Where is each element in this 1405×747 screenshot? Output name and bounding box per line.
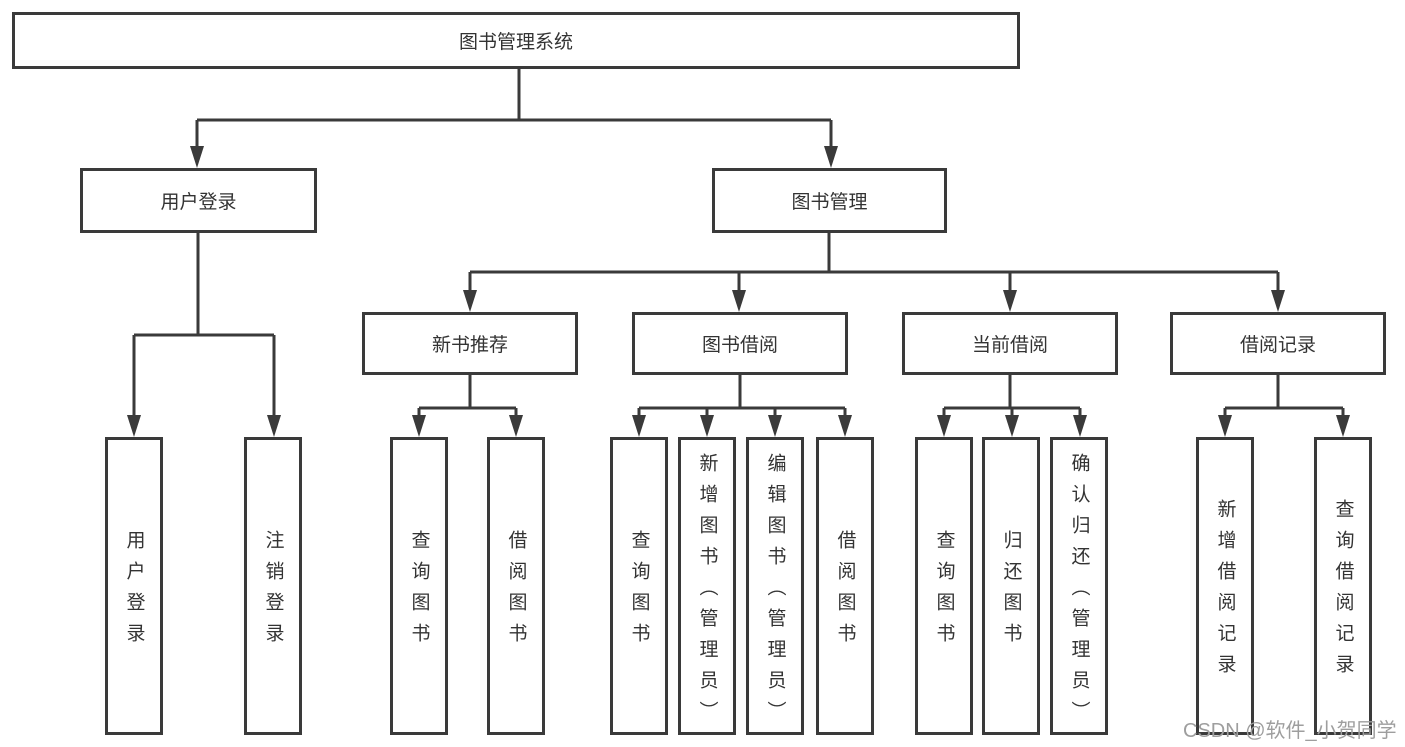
leaf-return-books: 归还图书 <box>982 437 1040 735</box>
leaf-borrow-books-label: 借阅图书 <box>834 530 856 654</box>
node-book-management-label: 图书管理 <box>791 192 868 213</box>
leaf-user-login-label: 用户登录 <box>123 530 145 654</box>
csdn-watermark: CSDN @软件_小贺同学 <box>1183 720 1397 742</box>
node-borrow-records-label: 借阅记录 <box>1239 335 1316 356</box>
node-root-label: 图书管理系统 <box>458 32 573 53</box>
leaf-confirm-return-admin: 确认归还（管理员） <box>1050 437 1108 735</box>
node-current-borrowing: 当前借阅 <box>902 312 1118 375</box>
leaf-query-borrow-record-label: 查询借阅记录 <box>1332 499 1354 685</box>
node-borrow-records: 借阅记录 <box>1170 312 1386 375</box>
node-user-login: 用户登录 <box>80 168 317 233</box>
leaf-query-books-current-label: 查询图书 <box>933 530 955 654</box>
leaf-logout-label: 注销登录 <box>262 530 284 654</box>
leaf-user-login: 用户登录 <box>105 437 163 735</box>
leaf-borrow-books-recommend-label: 借阅图书 <box>505 530 527 654</box>
leaf-query-books-current: 查询图书 <box>915 437 973 735</box>
leaf-query-books-recommend-label: 查询图书 <box>408 530 430 654</box>
node-current-borrowing-label: 当前借阅 <box>971 335 1048 356</box>
leaf-return-books-label: 归还图书 <box>1000 530 1022 654</box>
leaf-query-borrow-record: 查询借阅记录 <box>1314 437 1372 735</box>
node-root: 图书管理系统 <box>12 12 1020 69</box>
node-user-login-label: 用户登录 <box>160 192 237 213</box>
node-book-management: 图书管理 <box>712 168 947 233</box>
leaf-edit-books-admin-label: 编辑图书（管理员） <box>764 452 786 732</box>
leaf-add-borrow-record-label: 新增借阅记录 <box>1214 499 1236 685</box>
leaf-query-books-recommend: 查询图书 <box>390 437 448 735</box>
node-new-book-recommend-label: 新书推荐 <box>431 335 508 356</box>
leaf-add-borrow-record: 新增借阅记录 <box>1196 437 1254 735</box>
node-book-borrowing-label: 图书借阅 <box>701 335 778 356</box>
leaf-logout: 注销登录 <box>244 437 302 735</box>
leaf-add-books-admin: 新增图书（管理员） <box>678 437 736 735</box>
leaf-edit-books-admin: 编辑图书（管理员） <box>746 437 804 735</box>
node-new-book-recommend: 新书推荐 <box>362 312 578 375</box>
node-book-borrowing: 图书借阅 <box>632 312 848 375</box>
leaf-borrow-books-recommend: 借阅图书 <box>487 437 545 735</box>
leaf-borrow-books: 借阅图书 <box>816 437 874 735</box>
leaf-query-books-borrowing: 查询图书 <box>610 437 668 735</box>
leaf-query-books-borrowing-label: 查询图书 <box>628 530 650 654</box>
leaf-confirm-return-admin-label: 确认归还（管理员） <box>1068 452 1090 732</box>
leaf-add-books-admin-label: 新增图书（管理员） <box>696 452 718 732</box>
